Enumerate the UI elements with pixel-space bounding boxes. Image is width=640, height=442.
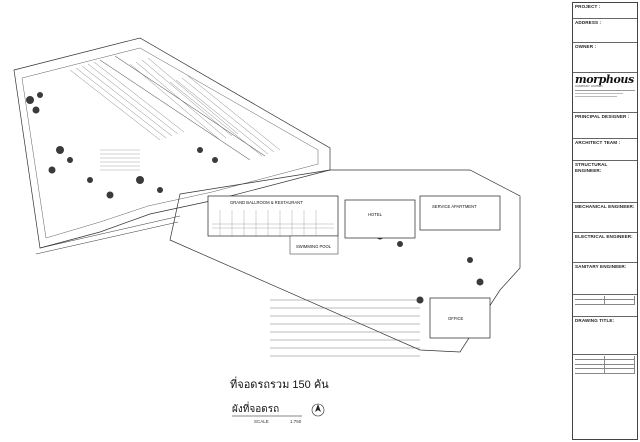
electrical-engineer-label: ELECTRICAL ENGINEER: (575, 234, 633, 239)
architect-team-row: ARCHITECT TEAM : (573, 139, 637, 161)
mechanical-engineer-label: MECHANICAL ENGINEER: (575, 204, 635, 209)
address-row: ADDRESS : (573, 19, 637, 43)
structural-engineer-label: STRUCTURAL ENGINEER: (575, 162, 608, 173)
office-building (429, 297, 491, 339)
hotel-building (344, 199, 416, 239)
company-name: COMPANY LIMITED (575, 84, 603, 88)
drawing-title-row: DRAWING TITLE: (573, 317, 637, 355)
logo-row: morphous COMPANY LIMITED (573, 73, 637, 113)
owner-row: OWNER : (573, 43, 637, 73)
title-block: PROJECT : ADDRESS : OWNER : morphous COM… (572, 2, 638, 440)
pool-label: SWIMMING POOL (296, 244, 332, 249)
site-boundary-lower (169, 169, 521, 353)
parking-total-label: ที่จอดรถรวม 150 คัน (230, 376, 329, 391)
scale-value: 1:750 (290, 419, 302, 424)
principal-designer-label: PRINCIPAL DESIGNER : (575, 114, 630, 119)
hotel-label: HOTEL (368, 212, 383, 217)
principal-designer-row: PRINCIPAL DESIGNER : (573, 113, 637, 139)
owner-label: OWNER : (575, 44, 597, 49)
office-label: OFFICE (448, 316, 464, 321)
revision-row (573, 295, 637, 317)
scale-label: SCALE (254, 419, 269, 424)
drawing-info-row (573, 355, 637, 395)
ballroom-building (207, 195, 339, 237)
sanitary-engineer-label: SANITARY ENGINEER: (575, 264, 627, 269)
swimming-pool (289, 235, 339, 255)
address-label: ADDRESS : (575, 20, 602, 25)
service-apartment-label: SERVICE APARTMENT (432, 204, 477, 209)
structural-engineer-row: STRUCTURAL ENGINEER: (573, 161, 637, 203)
ballroom-label: GRAND BALLROOM & RESTAURANT (230, 200, 303, 205)
service-apartment-building (419, 195, 501, 231)
sanitary-engineer-row: SANITARY ENGINEER: (573, 263, 637, 295)
electrical-engineer-row: ELECTRICAL ENGINEER: (573, 233, 637, 263)
mechanical-engineer-row: MECHANICAL ENGINEER: (573, 203, 637, 233)
north-arrow-icon (311, 403, 325, 417)
company-logo: morphous (575, 73, 634, 86)
project-row: PROJECT : (573, 3, 637, 19)
project-label: PROJECT : (575, 4, 601, 9)
plan-title: ผังที่จอดรถ (232, 401, 279, 415)
drawing-title-label: DRAWING TITLE: (575, 318, 615, 323)
architect-team-label: ARCHITECT TEAM : (575, 140, 621, 145)
site-plan: GRAND BALLROOM & RESTAURANT HOTEL SERVIC… (13, 37, 521, 424)
